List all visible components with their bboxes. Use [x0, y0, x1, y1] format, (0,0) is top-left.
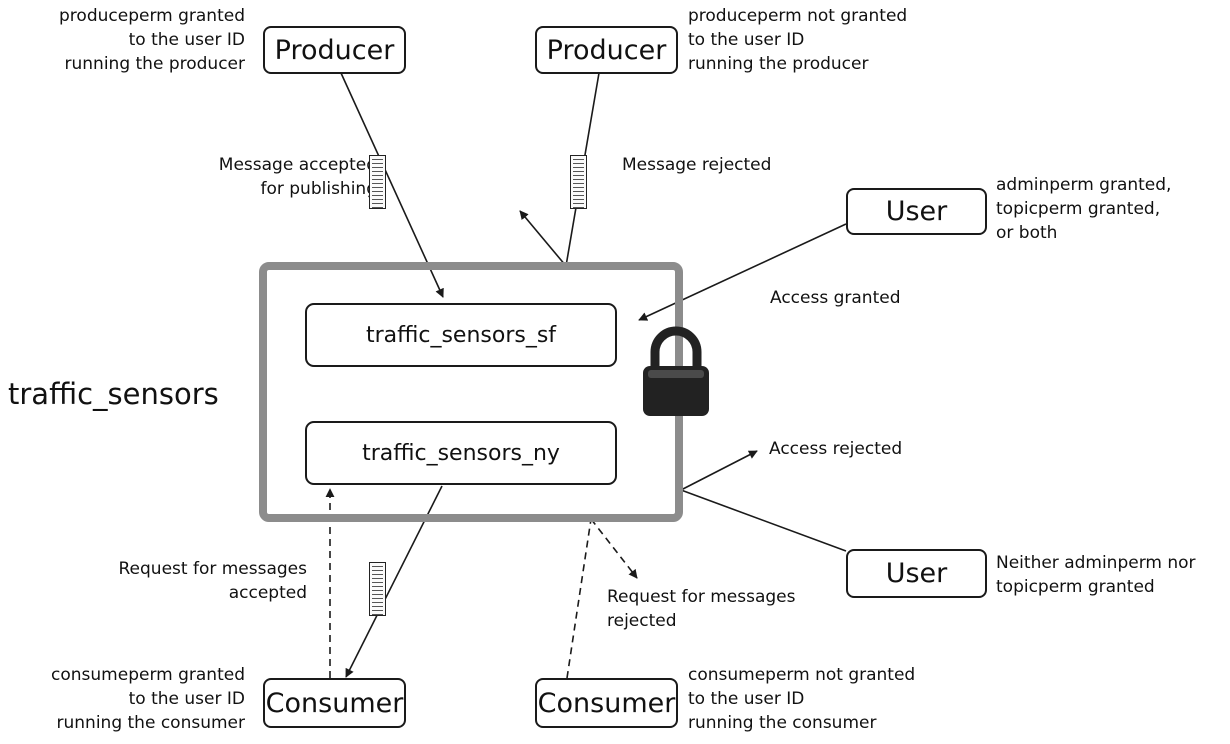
- producer-accepted-connector: [340, 72, 444, 298]
- user-granted-box: User: [846, 188, 987, 235]
- producer-not-granted-note: produceperm not granted to the user ID r…: [688, 6, 908, 74]
- subtopic-sf-label: traffic_sensors_sf: [365, 322, 557, 348]
- padlock-icon: [643, 326, 709, 416]
- request-rejected-label: Request for messages rejected: [607, 587, 796, 631]
- message-accepted-label: Message accepted for publishing: [218, 155, 377, 199]
- consumer-rejected-box: Consumer: [535, 678, 678, 728]
- producer-rejected-label: Producer: [546, 34, 667, 66]
- producer-rejected-box: Producer: [535, 26, 678, 74]
- user-granted-connector: [638, 223, 847, 321]
- subtopic-ny-label: traffic_sensors_ny: [362, 440, 560, 466]
- access-rejected-bounce-arrow: [680, 450, 758, 491]
- producer-accepted-label: Producer: [274, 34, 395, 66]
- request-rejected-bounce-arrow: [590, 518, 638, 579]
- user-rejected-label: User: [885, 558, 948, 589]
- message-document-icon: [369, 562, 386, 616]
- user-not-granted-note: Neither adminperm nor topicperm granted: [996, 553, 1196, 597]
- user-granted-label: User: [885, 196, 948, 227]
- consumer-rejected-label: Consumer: [537, 687, 676, 719]
- message-document-icon: [570, 155, 587, 209]
- access-rejected-label: Access rejected: [769, 439, 903, 459]
- user-rejected-connector: [680, 489, 847, 552]
- user-granted-note: adminperm granted, topicperm granted, or…: [996, 175, 1172, 243]
- consumer-accepted-box: Consumer: [263, 678, 406, 728]
- request-accepted-label: Request for messages accepted: [118, 559, 308, 603]
- producer-accepted-box: Producer: [263, 26, 406, 74]
- consumer-accepted-label: Consumer: [265, 687, 404, 719]
- consumer-request-rejected-connector: [566, 518, 592, 679]
- consumer-granted-note: consumeperm granted to the user ID runni…: [51, 665, 245, 733]
- consumer-not-granted-note: consumeperm not granted to the user ID r…: [688, 665, 916, 733]
- access-granted-label: Access granted: [770, 288, 901, 308]
- subtopic-sf-box: traffic_sensors_sf: [305, 303, 617, 367]
- message-rejected-bounce-arrow: [519, 210, 567, 267]
- topic-name-label: traffic_sensors: [8, 377, 219, 411]
- producer-granted-note: produceperm granted to the user ID runni…: [59, 6, 245, 74]
- message-rejected-label: Message rejected: [622, 155, 772, 175]
- subtopic-ny-box: traffic_sensors_ny: [305, 421, 617, 485]
- user-rejected-box: User: [846, 549, 987, 598]
- message-document-icon: [369, 155, 386, 209]
